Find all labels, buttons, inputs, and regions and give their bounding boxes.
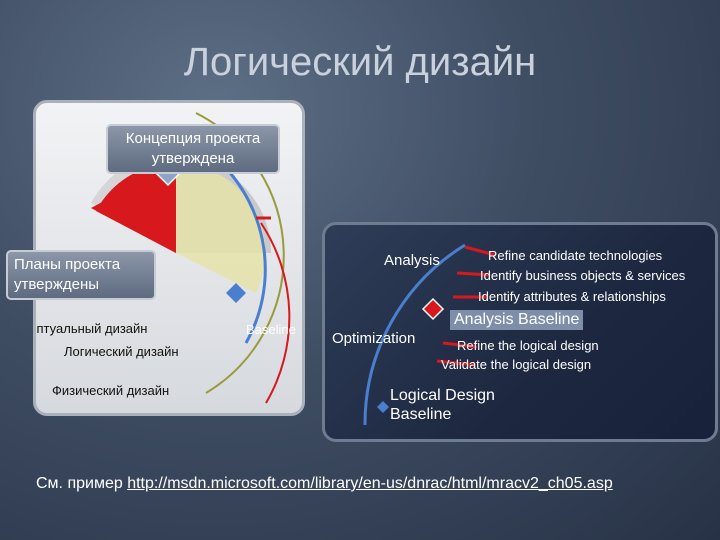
stage-logical: Логический дизайн [64,344,179,359]
logical-design-graphic [363,243,496,426]
process-wheel-graphic [91,112,291,404]
analysis-baseline-diamond [421,297,445,321]
analysis-baseline-label: Analysis Baseline [450,310,584,330]
stage-physical: Физический дизайн [52,383,170,398]
logical-baseline-marker [377,401,389,413]
wheel-sector-yellow [176,163,266,293]
slide-title: Логический дизайн [183,40,537,84]
logical-design-panel [322,222,718,442]
milestone-plans-approved: Планы проекта утверждены [6,250,156,300]
analysis-label: Analysis [384,252,440,269]
refine-logical-text: Refine the logical design [457,338,599,353]
identify-attributes-text: Identify attributes & relationships [478,289,666,304]
baseline-diamond [226,283,246,303]
reference-link[interactable]: http://msdn.microsoft.com/library/en-us/… [127,475,613,492]
reference-line: См. пример http://msdn.microsoft.com/lib… [36,475,613,493]
logical-design-baseline-label: Logical Design Baseline [390,387,495,423]
arrow-refine-candidate [464,245,496,257]
arc-blue [219,161,267,344]
baseline-label: Baseline [246,322,296,337]
arrow-refine-logical [442,341,478,349]
validate-logical-text: Validate the logical design [441,357,592,372]
refine-candidate-text: Refine candidate technologies [488,248,663,263]
wheel-sector-red-outer [96,162,176,253]
arrow-validate-logical [436,359,476,367]
milestone-concept-approved: Концепция проекта утверждена [106,124,280,174]
optimization-label: Optimization [332,330,416,347]
stage-conceptual: Концептуальный дизайн [36,321,148,336]
logical-arc [363,243,466,426]
identify-objects-text: Identify business objects & services [480,268,686,283]
reference-prefix: См. пример [36,475,123,492]
arrow-identify-objects [456,271,491,277]
arc-red [260,222,291,404]
